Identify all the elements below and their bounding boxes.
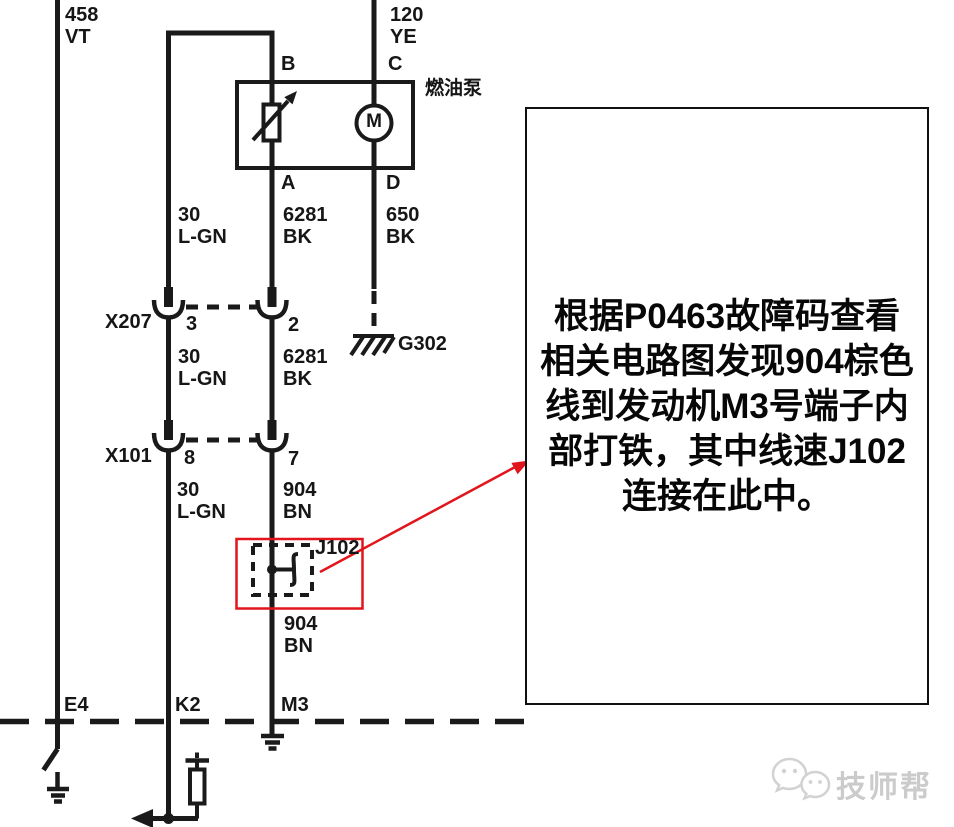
fuel-pump-label: 燃油泵 [425,78,483,99]
wire-color-bk-650: BK [386,226,415,248]
wire-label-120: 120 [390,4,424,26]
annotation-box: 根据P0463故障码查看 相关电路图发现904棕色 线到发动机M3号端子内 部打… [525,107,929,705]
wire-label-30-1: 30 [178,204,201,226]
ecu-terminal-e4: E4 [64,694,89,716]
wire-color-vt: VT [65,26,91,48]
connector-label-x207: X207 [105,311,152,333]
wire-color-bk-1: BK [283,226,312,248]
ground-symbol-g302 [349,334,396,357]
wire-color-ye: YE [390,26,417,48]
connector-x101 [151,420,289,453]
resistor-k2-symbol [185,752,209,819]
connector-label-x101: X101 [105,445,152,467]
pin-label-3: 3 [186,313,198,335]
pin-label-2: 2 [288,314,300,336]
terminal-label-d: D [386,172,401,194]
wire-30-lgn-upper [166,30,272,289]
terminal-label-c: C [388,53,403,75]
wire-color-lgn-2: L-GN [178,368,227,390]
pin-label-8: 8 [184,447,196,469]
wire-color-lgn-1: L-GN [178,226,227,248]
wire-label-458: 458 [65,4,99,26]
annotation-line: 相关电路图发现904棕色 [540,341,914,381]
ground-symbol-e4 [47,772,69,804]
annotation-arrow [319,460,530,574]
ecu-terminal-k2: K2 [175,694,201,716]
wire-color-lgn-3: L-GN [177,501,226,523]
terminal-label-b: B [281,53,296,75]
watermark: 技师帮 [768,754,948,806]
terminal-label-a: A [281,172,296,194]
wire-label-30-2: 30 [178,346,201,368]
fuel-pump-box [235,80,415,170]
ground-label-g302: G302 [398,333,447,355]
splice-j102-symbol [251,543,314,597]
wire-label-904-2: 904 [284,613,318,635]
wire-label-30-3: 30 [177,479,200,501]
annotation-line: 根据P0463故障码查看 [553,296,901,336]
wechat-logo-icon [771,757,831,801]
annotation-line: 线到发动机M3号端子内 [545,386,909,426]
ecu-terminal-m3: M3 [281,694,309,716]
wire-label-650: 650 [386,204,420,226]
wire-label-6281-1: 6281 [283,204,328,226]
arrow-k2 [131,809,198,827]
annotation-line: 部打铁，其中线速J102 [548,431,906,471]
annotation-line: 连接在此中。 [621,476,832,516]
pin-label-7: 7 [288,448,300,470]
switch-e4-symbol [41,747,60,772]
wire-label-6281-2: 6281 [283,346,328,368]
watermark-brand: 技师帮 [836,771,932,804]
wire-color-bk-2: BK [283,368,312,390]
connector-x207 [151,287,289,320]
wire-color-bn-1: BN [283,501,312,523]
ground-symbol-m3 [261,733,284,751]
rheostat-symbol [251,91,297,143]
wire-color-bn-2: BN [284,635,313,657]
wire-label-904-1: 904 [283,479,317,501]
j102-highlight-box [235,537,364,610]
motor-letter: M [366,111,382,132]
splice-label-j102: J102 [315,537,360,559]
